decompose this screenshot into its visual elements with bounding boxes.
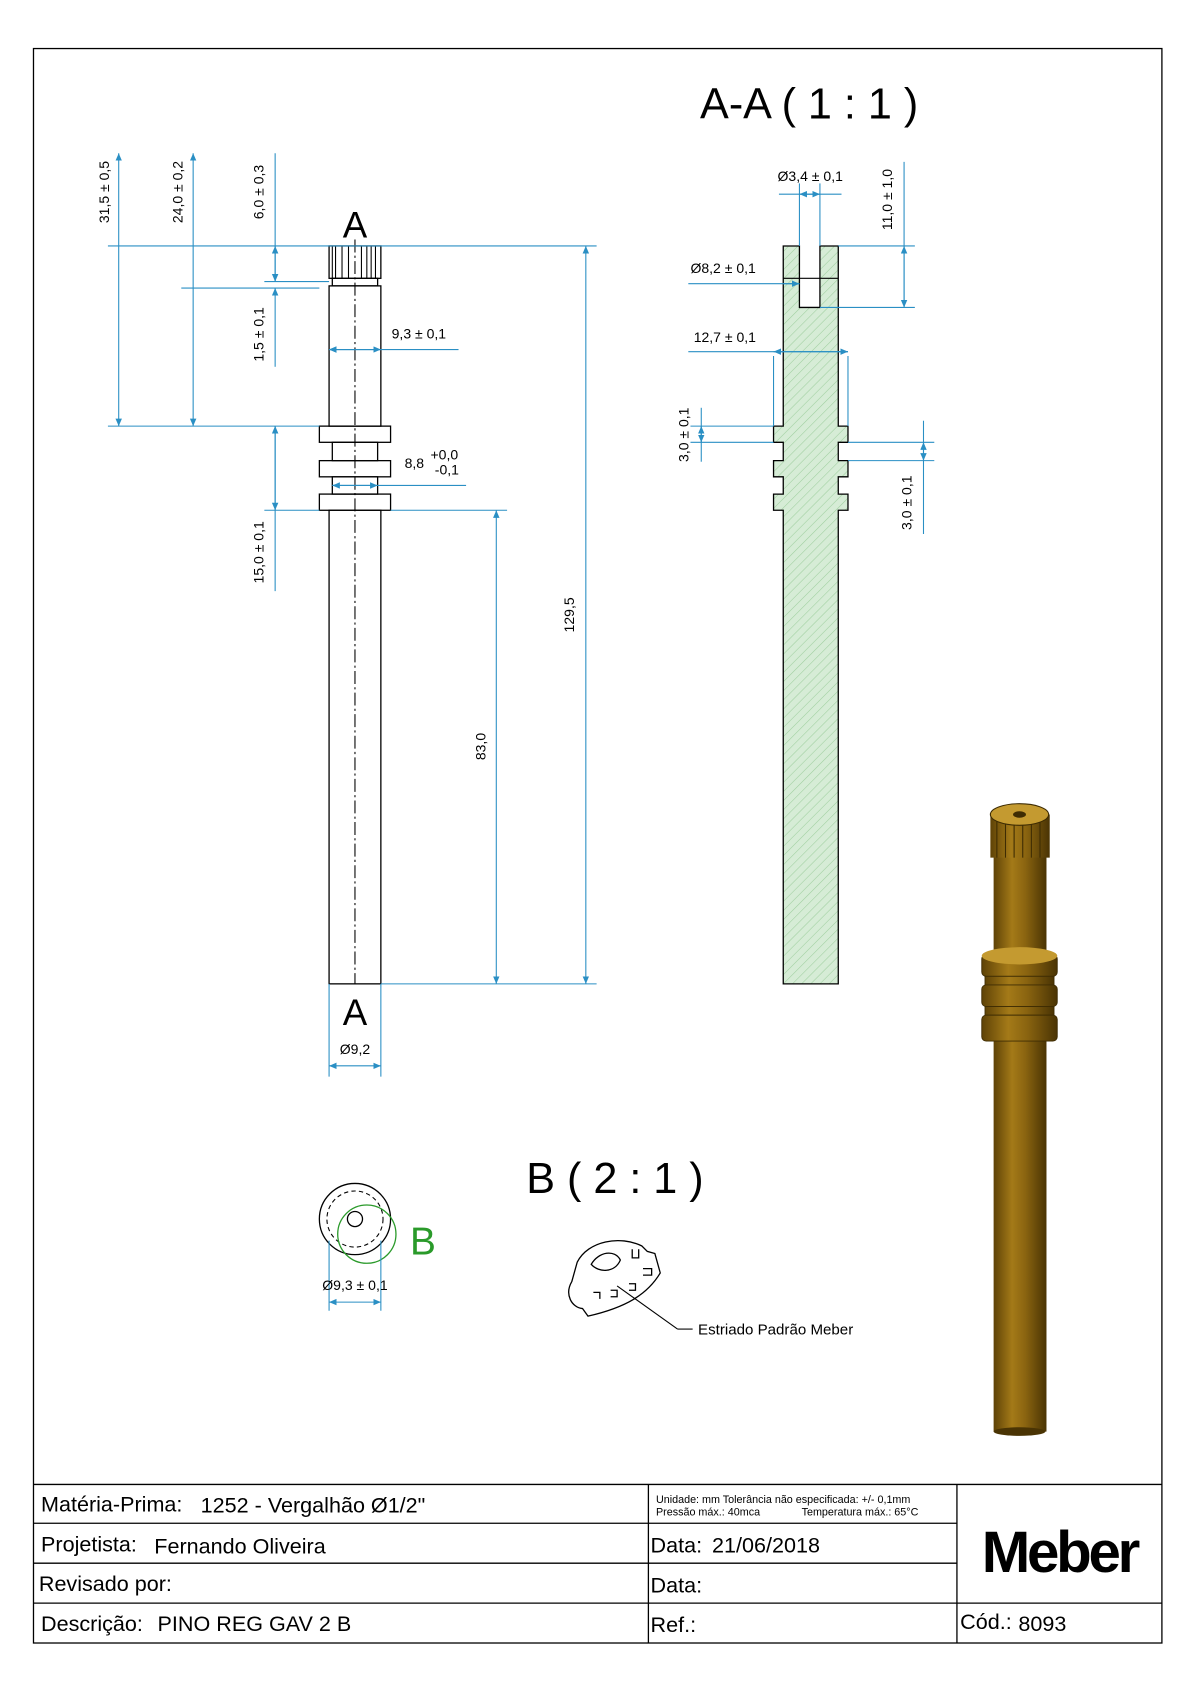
dim-bore-diameter: Ø8,2 ± 0,1 xyxy=(690,260,756,276)
dim-8-8-upper: +0,0 xyxy=(430,447,458,463)
code-label: Cód.: xyxy=(960,1609,1012,1634)
notes-line-2b: Temperatura máx.: 65°C xyxy=(802,1507,919,1519)
material-value: 1252 - Vergalhão Ø1/2" xyxy=(201,1492,426,1517)
detail-marker: B xyxy=(410,1221,436,1264)
section-marker-bottom: A xyxy=(343,992,368,1033)
section-view xyxy=(772,245,849,985)
dim-129-5: 129,5 xyxy=(561,597,577,632)
notes-line-1: Unidade: mm Tolerância não especificada:… xyxy=(656,1494,910,1506)
section-title: A-A ( 1 : 1 ) xyxy=(700,81,918,129)
sheet-border xyxy=(32,47,1163,1644)
dim-1-5: 1,5 ± 0,1 xyxy=(250,307,266,362)
dim-end-diameter: Ø9,3 ± 0,1 xyxy=(322,1277,388,1293)
dim-slot-diameter: Ø3,4 ± 0,1 xyxy=(778,168,844,184)
date-label: Data: xyxy=(651,1532,703,1557)
ref-label: Ref.: xyxy=(651,1612,697,1637)
designer-label: Projetista: xyxy=(41,1531,137,1556)
description-value: PINO REG GAV 2 B xyxy=(158,1611,352,1636)
designer-value: Fernando Oliveira xyxy=(154,1533,325,1558)
dim-collar-width: 12,7 ± 0,1 xyxy=(694,329,756,345)
detail-view: Estriado Padrão Meber xyxy=(568,1240,853,1338)
main-view-dimensions: 31,5 ± 0,5 24,0 ± 0,2 6,0 ± 0,3 1,5 ± 0,… xyxy=(96,153,597,1077)
dim-groove-1: 3,0 ± 0,1 xyxy=(675,407,691,462)
dim-31-5: 31,5 ± 0,5 xyxy=(96,161,112,223)
meber-logo: Meber xyxy=(982,1520,1140,1585)
dim-15-0: 15,0 ± 0,1 xyxy=(250,521,266,583)
title-block: Matéria-Prima: 1252 - Vergalhão Ø1/2" Pr… xyxy=(33,1483,1162,1644)
dim-24-0: 24,0 ± 0,2 xyxy=(169,161,185,223)
code-value: 8093 xyxy=(1018,1611,1066,1636)
part-3d-render xyxy=(981,803,1058,1436)
section-dimensions: Ø3,4 ± 0,1 11,0 ± 1,0 Ø8,2 ± 0,1 12,7 ± … xyxy=(675,161,935,535)
date-value: 21/06/2018 xyxy=(712,1532,820,1557)
detail-note: Estriado Padrão Meber xyxy=(698,1321,853,1338)
end-view: B Ø9,3 ± 0,1 xyxy=(318,1182,436,1311)
dim-8-8-lower: -0,1 xyxy=(435,462,459,478)
date2-label: Data: xyxy=(651,1572,703,1597)
dim-diameter-9-2: Ø9,2 xyxy=(340,1041,371,1057)
detail-title: B ( 2 : 1 ) xyxy=(526,1155,703,1203)
dim-83-0: 83,0 xyxy=(473,733,489,760)
description-label: Descrição: xyxy=(41,1611,143,1636)
dim-slot-depth: 11,0 ± 1,0 xyxy=(879,169,895,230)
detail-circle-b xyxy=(337,1204,397,1264)
material-label: Matéria-Prima: xyxy=(41,1491,182,1516)
dim-groove-2: 3,0 ± 0,1 xyxy=(899,475,915,530)
reviewer-label: Revisado por: xyxy=(39,1571,172,1596)
dim-6-0: 6,0 ± 0,3 xyxy=(250,165,266,220)
dim-9-3: 9,3 ± 0,1 xyxy=(392,326,447,342)
section-marker-top: A xyxy=(343,204,368,245)
notes-line-2a: Pressão máx.: 40mca xyxy=(656,1507,760,1519)
dim-8-8: 8,8 xyxy=(405,455,425,471)
main-view: A A xyxy=(318,204,392,1033)
